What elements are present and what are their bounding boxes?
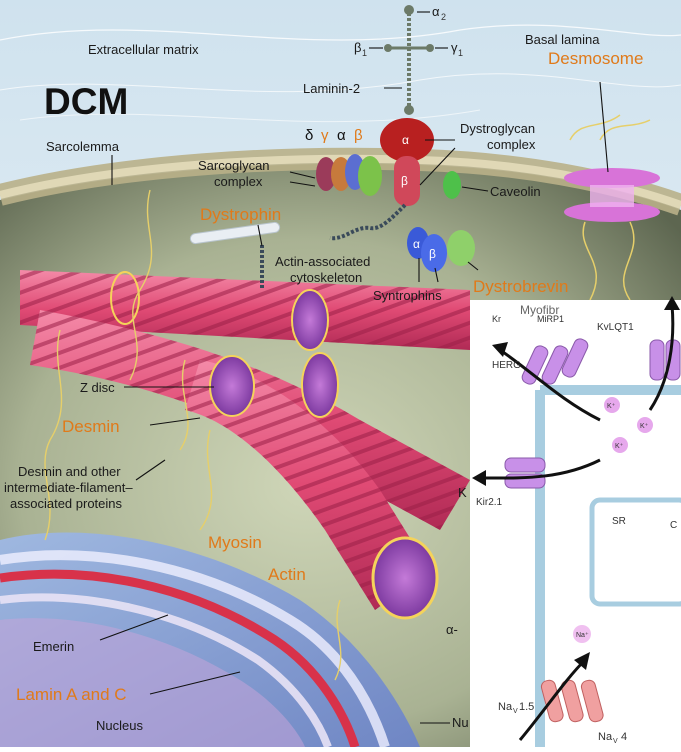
c-partial-label: C [670,520,677,531]
fiber-end-disc [373,538,437,618]
dcm-title: DCM [44,81,128,122]
svg-text:γ: γ [321,127,329,144]
svg-text:1.5: 1.5 [519,701,534,713]
svg-text:V: V [613,738,618,745]
dystrobrevin-label: Dystrobrevin [473,277,568,296]
nucleus-label: Nucleus [96,718,143,733]
desmin-other-line3: associated proteins [10,496,123,511]
lamin-label: Lamin A and C [16,685,127,704]
desmosome-label: Desmosome [548,49,643,68]
svg-text:γ: γ [451,40,458,55]
mirp1-label: MiRP1 [537,314,564,324]
dystrophin-label: Dystrophin [200,205,281,224]
svg-text:δ: δ [305,127,313,144]
dystroglycan-label-line2: complex [487,137,536,152]
z-disc-shape [210,356,254,416]
svg-text:1: 1 [458,48,463,58]
laminin-2-label: Laminin-2 [303,81,360,96]
actin-cytoskeleton-label-line2: cytoskeleton [290,270,362,285]
k-partial-label: K [458,485,467,500]
sarcoglycan-label-line1: Sarcoglycan [198,158,270,173]
svg-text:α: α [432,4,440,19]
dystroglycan-alpha: α [402,133,409,147]
myosin-label: Myosin [208,533,262,552]
sarcolemma-label: Sarcolemma [46,139,120,154]
svg-text:α: α [337,127,346,144]
svg-text:β: β [354,127,363,144]
syntrophin-alpha: α [413,237,420,251]
sarcoglycan-label-line2: complex [214,174,263,189]
syntrophin-beta: β [429,247,436,261]
herg-label: HERG [492,360,521,371]
emerin-label: Emerin [33,639,74,654]
dystroglycan-beta: β [401,174,408,188]
z-disc-label: Z disc [80,380,115,395]
actin-cytoskeleton-label-line1: Actin-associated [275,254,370,269]
k-ion-label-3: K⁺ [615,443,624,450]
desmin-other-line1: Desmin and other [18,464,121,479]
sr-label: SR [612,516,626,527]
caveolin-shape [443,171,461,199]
basal-lamina-label: Basal lamina [525,32,600,47]
kir21-label: Kir2.1 [476,497,503,508]
actin-label: Actin [268,565,306,584]
svg-text:1: 1 [362,48,367,58]
svg-text:Na: Na [498,701,513,713]
k-ion-label-1: K⁺ [607,403,616,410]
desmin-other-line2: intermediate-filament– [4,480,133,495]
svg-text:β: β [354,40,361,55]
dystroglycan-label-line1: Dystroglycan [460,121,535,136]
k-ion-label-2: K⁺ [640,423,649,430]
svg-text:V: V [513,708,518,715]
na-ion-label: Na⁺ [576,632,589,639]
kr-partial-label: Kr [492,314,501,324]
syntrophins-label: Syntrophins [373,288,442,303]
svg-text:Na: Na [598,731,613,743]
caveolin-label: Caveolin [490,184,541,199]
svg-text:4: 4 [621,731,627,743]
desmin-label: Desmin [62,417,120,436]
kvlqt1-label: KvLQT1 [597,322,634,333]
alpha-partial-label: α- [446,622,458,637]
nu-partial-label: Nu [452,715,469,730]
extracellular-matrix-label: Extracellular matrix [88,42,199,57]
svg-text:2: 2 [441,12,446,22]
